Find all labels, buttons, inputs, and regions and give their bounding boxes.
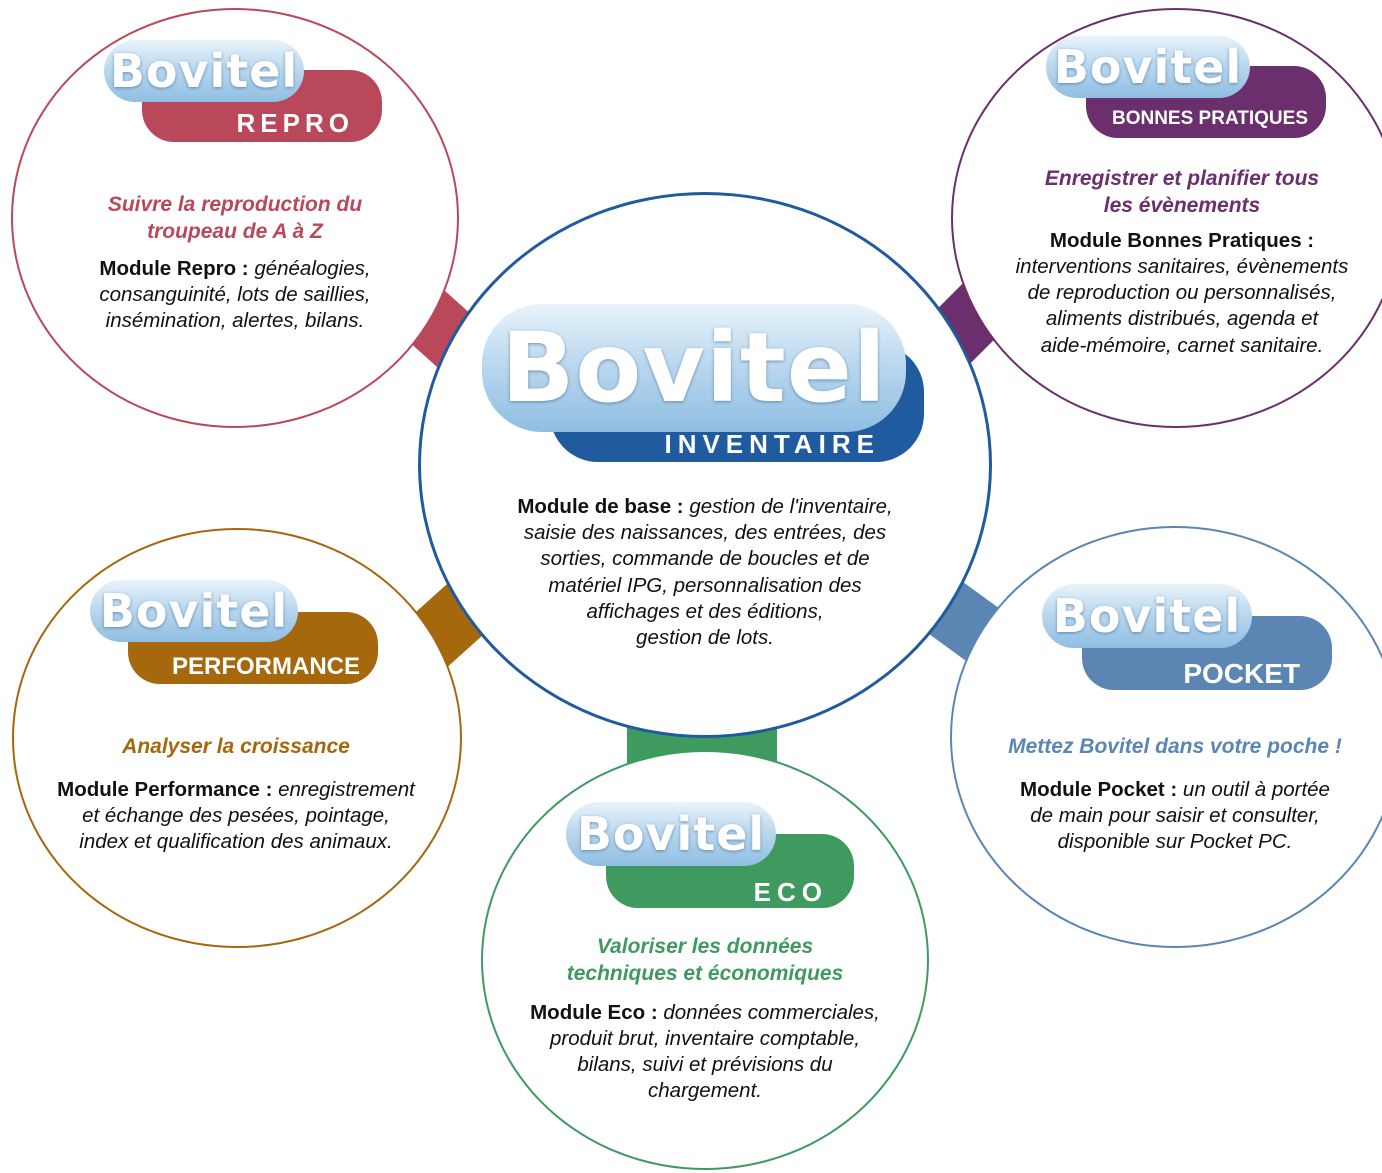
tagline-pocket: Mettez Bovitel dans votre poche ! <box>1008 735 1342 758</box>
text-pocket: Mettez Bovitel dans votre poche ! Module… <box>970 734 1380 856</box>
tagline-eco: Valoriser les données techniques et écon… <box>566 935 844 985</box>
logo-pocket: POCKET Bovitel <box>1042 584 1334 692</box>
brand-text-bonnes-pratiques: Bovitel <box>1053 40 1243 94</box>
description-repro: Module Repro : généalogies, consanguinit… <box>99 256 371 333</box>
brand-text-eco: Bovitel <box>576 807 766 861</box>
text-inventaire: Module de base : gestion de l'inventaire… <box>460 494 950 651</box>
logo-bonnes-pratiques: BONNES PRATIQUES Bovitel <box>1046 36 1330 140</box>
module-name-repro: REPRO <box>236 108 354 138</box>
brand-text-inventaire: Bovitel <box>501 312 887 424</box>
logo-inventaire: INVENTAIRE Bovitel <box>482 304 928 462</box>
text-bonnes-pratiques: Enregistrer et planifier tous les évènem… <box>976 166 1382 359</box>
logo-repro: REPRO Bovitel <box>104 40 384 144</box>
logo-performance: PERFORMANCE Bovitel <box>90 580 380 686</box>
module-name-pocket: POCKET <box>1183 658 1300 689</box>
text-repro: Suivre la reproduction du troupeau de A … <box>40 192 430 334</box>
brand-text-performance: Bovitel <box>99 584 289 638</box>
module-name-bonnes-pratiques: BONNES PRATIQUES <box>1111 108 1308 129</box>
brand-text-pocket: Bovitel <box>1052 589 1242 643</box>
module-name-inventaire: INVENTAIRE <box>664 429 880 459</box>
logo-eco: ECO Bovitel <box>566 802 856 910</box>
description-pocket: Module Pocket : un outil à portée de mai… <box>1020 777 1330 854</box>
module-name-performance: PERFORMANCE <box>171 653 360 680</box>
text-eco: Valoriser les données techniques et écon… <box>498 934 912 1105</box>
module-name-eco: ECO <box>753 877 828 907</box>
circle-inventaire <box>418 192 992 738</box>
text-performance: Analyser la croissance Module Performanc… <box>24 734 448 856</box>
tagline-bonnes-pratiques: Enregistrer et planifier tous les évènem… <box>1044 167 1320 217</box>
tagline-performance: Analyser la croissance <box>122 735 350 758</box>
description-inventaire: Module de base : gestion de l'inventaire… <box>517 495 893 650</box>
tagline-repro: Suivre la reproduction du troupeau de A … <box>107 193 363 243</box>
description-performance: Module Performance : enregistrement et é… <box>57 777 415 854</box>
brand-text-repro: Bovitel <box>109 44 299 98</box>
description-eco: Module Eco : données commerciales, produ… <box>530 1000 880 1103</box>
description-bonnes-pratiques: Module Bonnes Pratiques : interventions … <box>1015 228 1349 357</box>
